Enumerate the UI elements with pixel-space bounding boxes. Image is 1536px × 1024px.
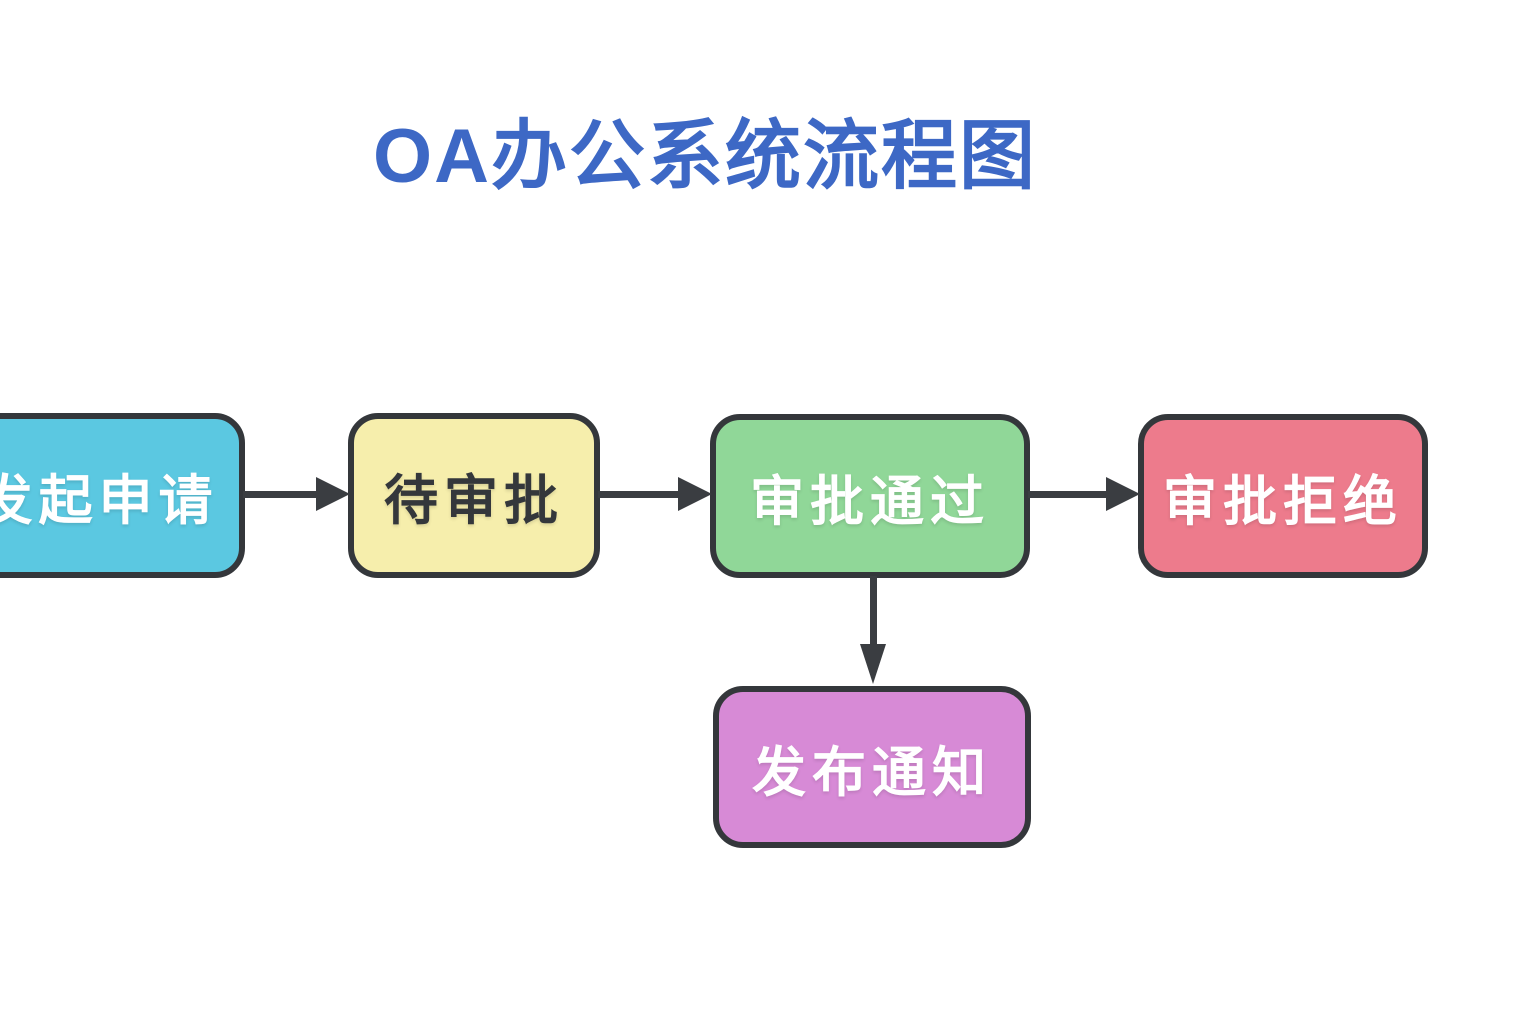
node-approval-rejected: 审批拒绝 bbox=[1138, 414, 1428, 578]
arrow-approved-to-notify-shaft bbox=[870, 576, 877, 646]
node-pending-approval-label: 待审批 bbox=[384, 471, 564, 531]
node-pending-approval: 待审批 bbox=[348, 413, 600, 578]
node-approval-rejected-label: 审批拒绝 bbox=[1163, 471, 1403, 532]
node-initiate-request: 发起申请 bbox=[0, 413, 245, 578]
node-approval-passed-label: 审批通过 bbox=[750, 471, 990, 532]
diagram-title: OA办公系统流程图 bbox=[373, 114, 1037, 199]
arrow-right-icon bbox=[316, 477, 350, 511]
arrow-down-icon bbox=[860, 644, 886, 684]
node-approval-passed: 审批通过 bbox=[710, 414, 1030, 578]
arrow-start-to-pending-shaft bbox=[243, 491, 323, 498]
node-initiate-request-label: 发起申请 bbox=[0, 471, 219, 531]
arrow-approved-to-rejected-shaft bbox=[1028, 491, 1108, 498]
arrow-pending-to-approved-shaft bbox=[598, 491, 683, 498]
arrow-right-icon bbox=[1106, 477, 1140, 511]
node-publish-notice-label: 发布通知 bbox=[752, 742, 992, 803]
arrow-right-icon bbox=[678, 477, 712, 511]
node-publish-notice: 发布通知 bbox=[713, 686, 1031, 848]
